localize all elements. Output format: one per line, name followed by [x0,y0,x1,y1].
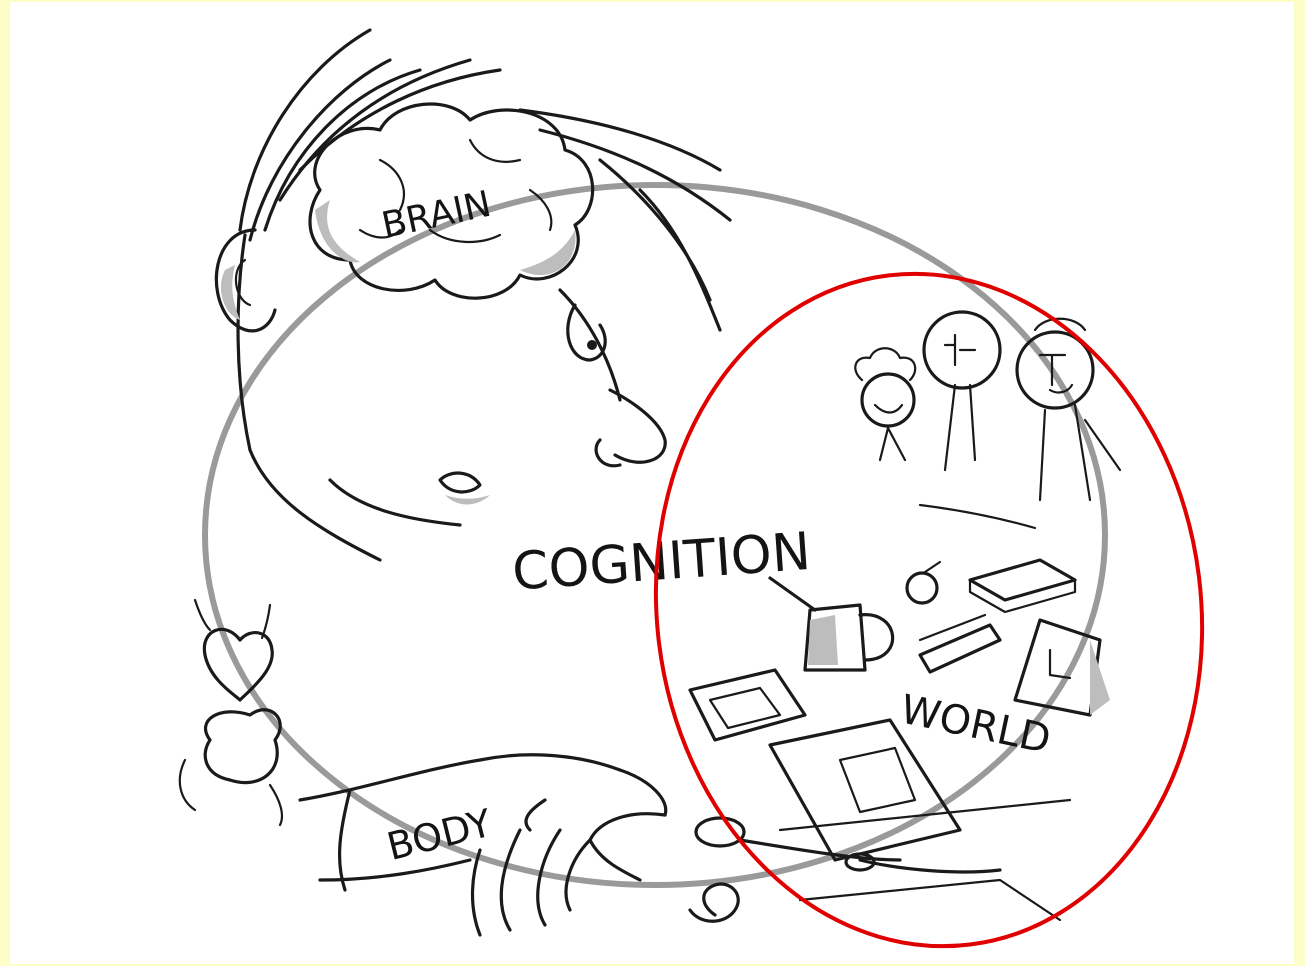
brain-label: BRAIN [378,184,495,247]
paper-drawing [770,720,960,860]
face-drawing [330,305,665,525]
jug-drawing [770,578,893,670]
clock-drawing [1015,620,1110,715]
kidney-drawing [180,710,282,825]
stapler-drawing [920,615,1000,672]
ear-drawing [216,230,275,331]
heart-drawing [195,600,272,700]
book-drawing [970,560,1075,612]
notebook-drawing [690,670,805,740]
spiral-drawing [690,884,738,921]
world-highlight-ellipse [618,242,1240,966]
world-objects [690,312,1120,921]
apple-drawing [907,562,940,603]
hair-strokes [240,30,730,330]
world-label: WORLD [896,686,1054,763]
